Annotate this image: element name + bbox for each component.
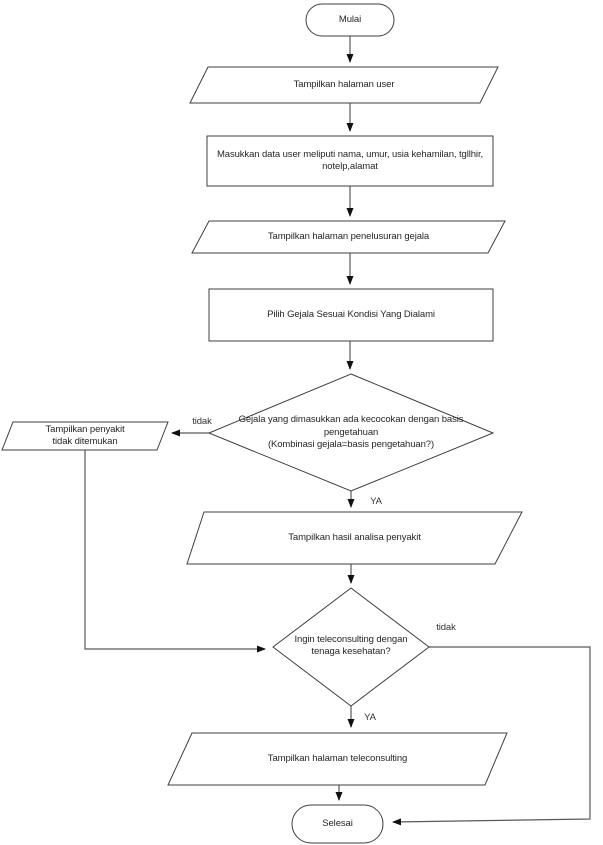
io-symptom-search-page-label: Tampilkan halaman penelusuran gejala — [267, 230, 430, 242]
edge-not-found-to-teleconsult-decision — [84, 450, 266, 653]
io-show-user-page-shape — [189, 66, 499, 104]
decision-teleconsulting-label: Ingin teleconsulting dengan tenaga keseh… — [294, 633, 408, 658]
process-select-symptoms-label: Pilih Gejala Sesuai Kondisi Yang Dialami — [267, 308, 435, 320]
process-select-symptoms-shape — [208, 288, 494, 342]
io-analysis-result-label: Tampilkan hasil analisa penyakit — [288, 531, 421, 543]
io-symptom-search-page-shape — [191, 220, 506, 254]
edge-label-match-no: tidak — [192, 415, 212, 427]
edge-label-teleconsult-yes: YA — [364, 711, 376, 723]
decision-match-label: Gejala yang dimasukkan ada kecocokan den… — [238, 414, 464, 451]
io-disease-not-found-label: Tampilkan penyakit tidak ditemukan — [45, 423, 125, 448]
start-label: Mulai — [338, 13, 362, 25]
decision-match-shape — [207, 373, 495, 492]
io-analysis-result-shape — [186, 511, 523, 565]
end-terminator-shape — [291, 804, 384, 844]
edge-label-teleconsult-no: tidak — [436, 621, 456, 633]
decision-teleconsulting-shape — [272, 587, 430, 707]
process-input-user-data-label: Masukkan data user meliputi nama, umur, … — [216, 148, 484, 173]
io-disease-not-found-shape — [1, 421, 169, 451]
edge-teleconsult-no-to-end — [392, 646, 591, 826]
start-terminator-shape — [305, 3, 395, 37]
io-teleconsulting-page-label: Tampilkan halaman teleconsulting — [267, 752, 408, 764]
edge-label-match-yes: YA — [370, 495, 382, 507]
process-input-user-data-shape — [206, 135, 494, 187]
io-teleconsulting-page-shape — [167, 732, 508, 786]
io-show-user-page-label: Tampilkan halaman user — [293, 78, 395, 90]
end-label: Selesai — [322, 817, 353, 829]
